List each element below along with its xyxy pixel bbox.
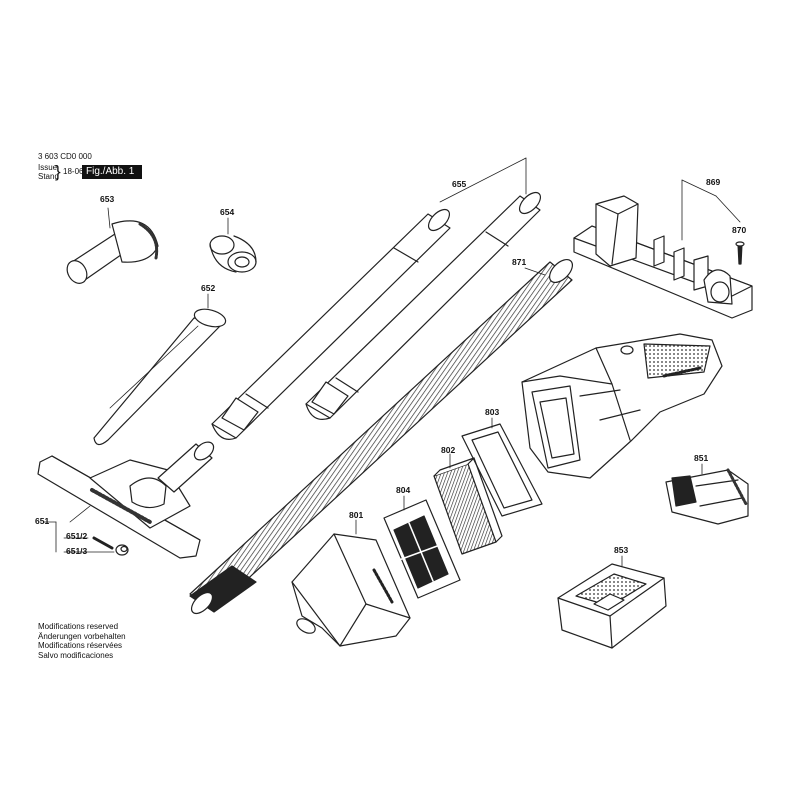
stand-label: Stand <box>38 172 59 181</box>
label-851: 851 <box>694 453 709 463</box>
part-652-crevice-tool <box>93 293 227 446</box>
label-651-3: 651/3 <box>66 546 88 556</box>
note-es: Salvo modificaciones <box>38 650 114 660</box>
label-651: 651 <box>35 516 50 526</box>
label-655: 655 <box>452 179 467 189</box>
label-652: 652 <box>201 283 216 293</box>
label-651-2: 651/2 <box>66 531 88 541</box>
figure-label: Fig./Abb. 1 <box>82 165 143 179</box>
brace-icon: } <box>55 162 61 181</box>
main-unit-handheld-vacuum <box>521 333 723 479</box>
part-655-extension-tubes <box>211 157 542 440</box>
label-803: 803 <box>485 407 500 417</box>
note-en: Modifications reserved <box>38 622 119 631</box>
label-853: 853 <box>614 545 629 555</box>
label-654: 654 <box>220 207 235 217</box>
part-869-wall-holder <box>573 179 753 319</box>
label-871: 871 <box>512 257 527 267</box>
label-802: 802 <box>441 445 456 455</box>
part-653-brush-nozzle <box>66 207 159 284</box>
bracket-651 <box>43 521 57 553</box>
label-801: 801 <box>349 510 364 520</box>
label-653: 653 <box>100 194 115 204</box>
part-801-nozzle-attachment <box>291 519 411 647</box>
label-869: 869 <box>706 177 721 187</box>
part-853-charger <box>557 555 667 649</box>
part-651-2-pin <box>63 536 114 550</box>
issue-date: 18-06-27 <box>63 167 96 176</box>
modifications-notes: Modifications reserved Änderungen vorbeh… <box>38 622 126 660</box>
part-651-3-roller <box>63 544 129 556</box>
part-802-pleated-filter <box>433 453 503 555</box>
part-654-hose-clip <box>209 217 257 273</box>
label-870: 870 <box>732 225 747 235</box>
note-de: Änderungen vorbehalten <box>38 631 126 641</box>
part-651-floor-nozzle <box>37 441 215 559</box>
part-803-filter-seal <box>461 417 543 517</box>
note-fr: Modifications réservées <box>38 641 123 650</box>
part-851-battery <box>665 463 749 525</box>
issue-label: Issue <box>38 163 58 172</box>
doc-number: 3 603 CD0 000 <box>38 152 92 161</box>
label-804: 804 <box>396 485 411 495</box>
part-870-screw <box>715 195 745 265</box>
part-871-flexible-hose <box>189 258 574 615</box>
part-804-pre-filter <box>383 495 461 599</box>
